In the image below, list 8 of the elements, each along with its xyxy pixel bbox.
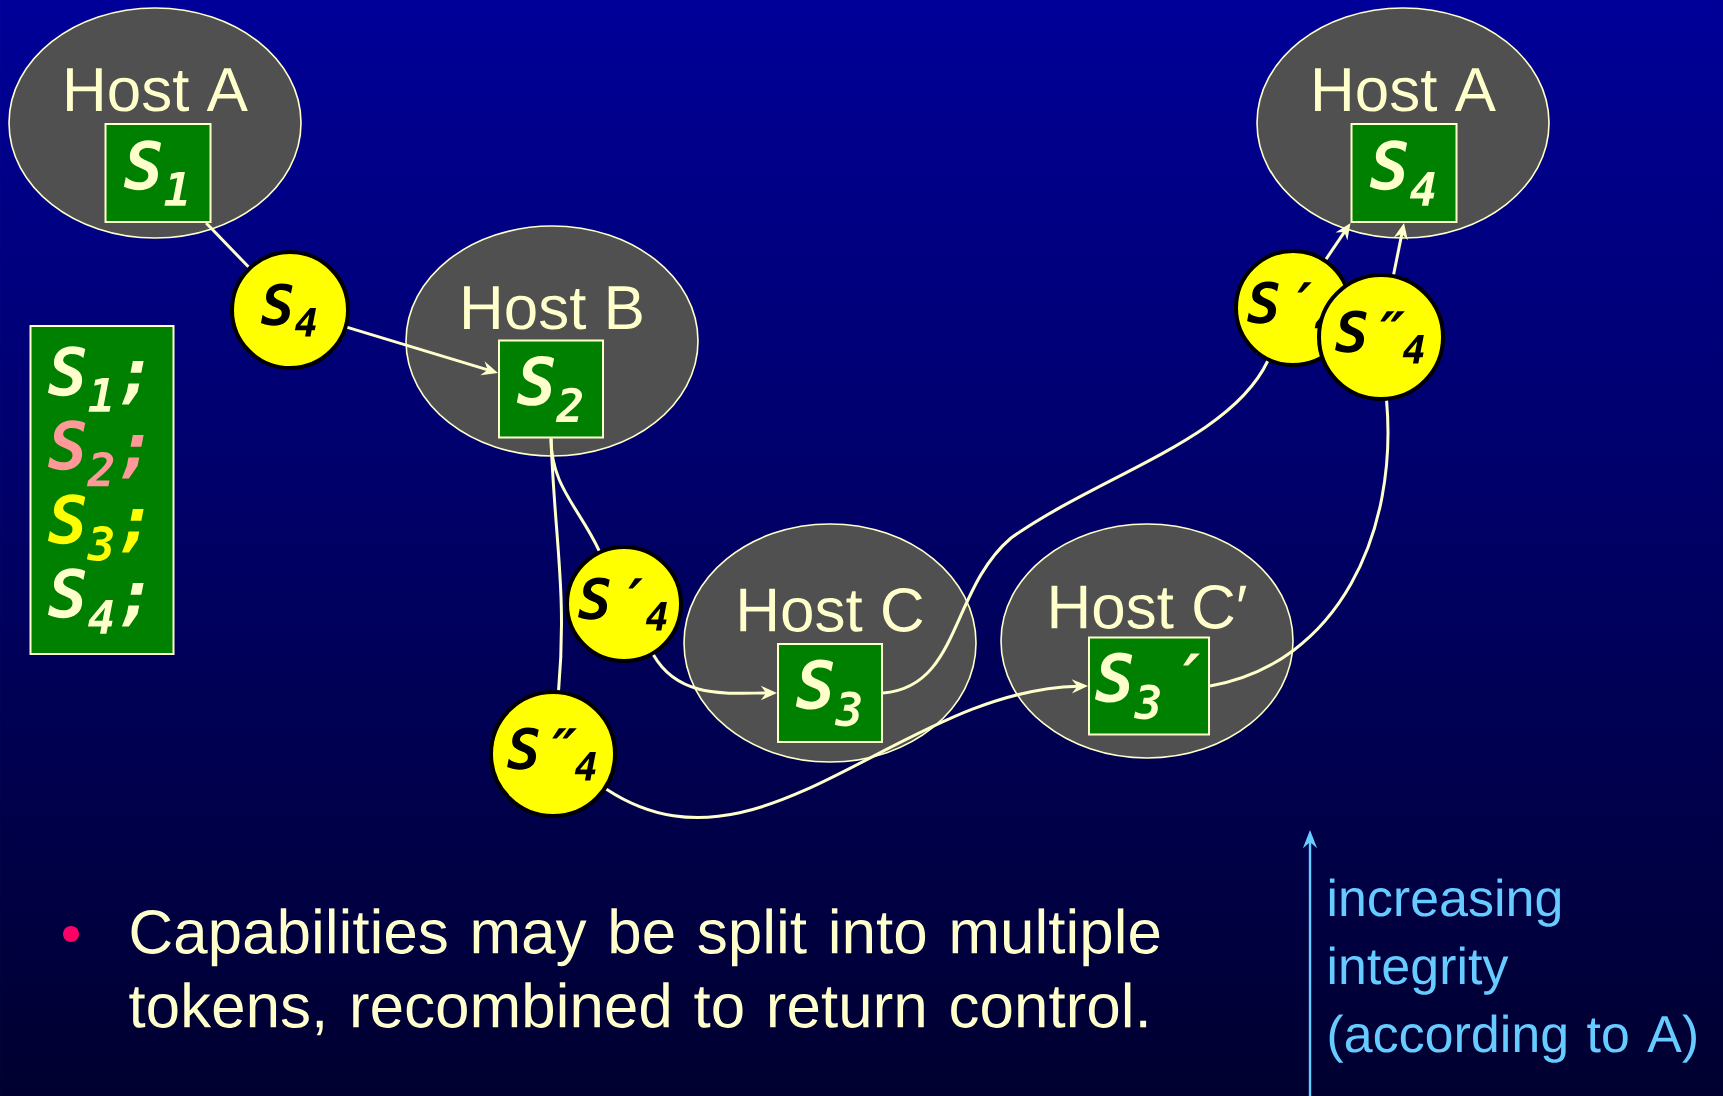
process-box: S$_{3}$′	[1088, 636, 1210, 736]
process-box: S$_{3}$	[777, 643, 883, 743]
process-box: S$_{1}$	[104, 123, 212, 223]
process-box: S$_{4}$	[1350, 123, 1458, 223]
bullet-text: Capabilities may be split into multiple tokens, recombined to return control.	[129, 908, 1160, 1036]
process-box: S$_{2}$	[498, 339, 604, 439]
axis-label: increasing integrity (according to A)	[1329, 878, 1696, 1063]
code-box: S$_{1}$; S$_{2}$; S$_{3}$; S$_{4}$;	[29, 325, 175, 655]
